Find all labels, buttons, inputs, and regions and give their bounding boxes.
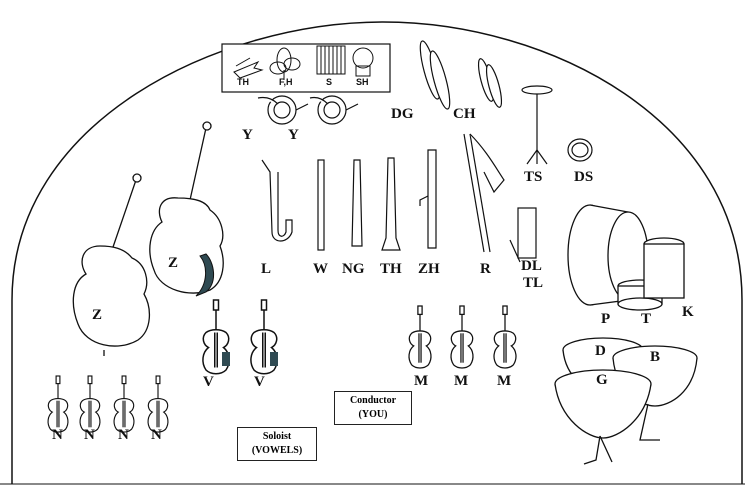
viola-accent (222, 352, 230, 366)
double-bass-icon (72, 173, 150, 356)
label-n1: N (52, 427, 63, 443)
label-s-small: S (326, 77, 333, 87)
violin-icon (79, 375, 101, 433)
label-dg: DG (391, 106, 414, 122)
cymbal-pair-icon (419, 40, 451, 110)
label-ch: CH (453, 106, 476, 122)
conductor-line2: (YOU) (358, 409, 388, 420)
fan-icon (269, 47, 301, 80)
label-l: L (261, 261, 272, 277)
bass-accent (195, 253, 214, 297)
french-horn-icon (257, 95, 309, 125)
label-ds: DS (574, 169, 594, 185)
violin-icon (493, 305, 517, 369)
french-horn-icon (309, 95, 359, 125)
th-cog-icon (233, 57, 264, 79)
label-th: TH (380, 261, 402, 277)
violin-icon (113, 375, 135, 433)
label-z-upper: Z (168, 255, 179, 271)
label-w: W (313, 261, 328, 277)
label-p: P (601, 311, 611, 327)
radiator-icon (316, 45, 346, 75)
label-v2: V (254, 374, 265, 390)
label-sh-small: SH (356, 77, 369, 87)
tambourine-icon (567, 138, 593, 162)
label-n4: N (151, 427, 162, 443)
label-n2: N (84, 427, 95, 443)
double-bass-icon (149, 121, 224, 294)
label-k: K (682, 304, 694, 320)
label-v1: V (203, 374, 214, 390)
label-tl: TL (523, 275, 544, 291)
violin-icon (408, 305, 432, 369)
label-d: D (595, 343, 606, 359)
soloist-line1: Soloist (262, 431, 292, 442)
viola-accent (270, 352, 278, 366)
label-th-small: TH (237, 77, 249, 87)
suspended-cymbal-icon (521, 85, 553, 165)
label-dl: DL (521, 258, 542, 274)
label-y2: Y (288, 127, 299, 143)
conductor-line1: Conductor (349, 395, 397, 406)
clarinet-icon (381, 157, 401, 251)
label-b: B (650, 349, 661, 365)
label-m2: M (454, 373, 469, 389)
label-zh: ZH (418, 261, 440, 277)
timpani-icon (554, 369, 652, 465)
label-ng: NG (342, 261, 365, 277)
conductor-box: Conductor (YOU) (334, 391, 412, 425)
label-g: G (596, 372, 608, 388)
tom-drum-icon (643, 237, 685, 299)
shush-figure-icon (352, 47, 374, 77)
bass-drum-icon (567, 204, 649, 306)
bassoon-icon (419, 149, 437, 249)
soloist-line2: (VOWELS) (251, 445, 303, 456)
cymbal-pair-icon (477, 58, 503, 108)
violin-icon (47, 375, 69, 433)
label-fh-small: F,H (279, 77, 293, 87)
label-r: R (480, 261, 491, 277)
label-t: T (641, 311, 652, 327)
flute-icon (317, 159, 325, 251)
violin-icon (450, 305, 474, 369)
label-m3: M (497, 373, 512, 389)
trombone-icon (463, 133, 505, 253)
saxophone-icon (261, 159, 293, 242)
wood-block-icon (509, 207, 537, 263)
oboe-icon (351, 159, 363, 247)
label-z-lower: Z (92, 307, 103, 323)
label-y1: Y (242, 127, 253, 143)
label-n3: N (118, 427, 129, 443)
stage-outline (11, 21, 743, 484)
violin-icon (147, 375, 169, 433)
soloist-box: Soloist (VOWELS) (237, 427, 317, 461)
label-ts: TS (524, 169, 543, 185)
label-m1: M (414, 373, 429, 389)
